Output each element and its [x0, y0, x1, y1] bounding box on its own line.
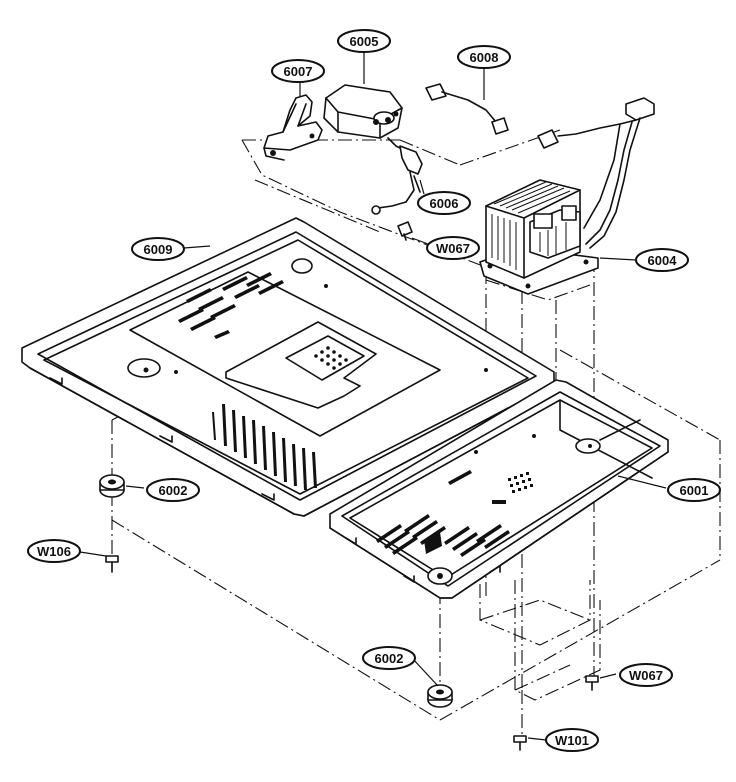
callout-6002-bottom-label: 6002 — [375, 651, 404, 666]
callout-6001: 6001 — [667, 478, 721, 502]
callout-w101-label: W101 — [555, 733, 589, 748]
callout-6002-left: 6002 — [146, 478, 200, 502]
callout-6005: 6005 — [337, 29, 391, 53]
lamination-hatch — [491, 181, 571, 270]
screw-w067-top — [397, 221, 413, 241]
callout-w067-top: W067 — [426, 236, 480, 260]
wire-harness-6008 — [425, 83, 509, 135]
callout-w106: W106 — [27, 539, 81, 563]
foot-6002-left — [99, 474, 125, 498]
callout-6006-label: 6006 — [430, 196, 459, 211]
tray-vent-slots — [376, 470, 510, 557]
top-vent-slots — [178, 272, 284, 339]
callout-6006: 6006 — [417, 191, 471, 215]
callout-6004: 6004 — [635, 248, 689, 272]
callout-6002-left-label: 6002 — [159, 483, 188, 498]
base-plate-6009 — [21, 217, 555, 517]
callout-6008: 6008 — [457, 45, 511, 69]
callout-6001-label: 6001 — [680, 483, 709, 498]
tray-vent-grid — [492, 472, 533, 504]
diode-6006 — [371, 137, 423, 215]
callout-leaders — [79, 52, 667, 741]
center-vent-dots — [314, 346, 348, 370]
callout-6002-bottom: 6002 — [362, 646, 416, 670]
screw-w106 — [105, 555, 119, 573]
callout-w067-bottom-label: W067 — [629, 668, 663, 683]
callout-w106-label: W106 — [37, 544, 71, 559]
callout-w101: W101 — [545, 728, 599, 752]
screw-w101 — [513, 735, 527, 751]
screw-w067-bottom — [585, 675, 599, 691]
callout-6009-label: 6009 — [144, 242, 173, 257]
transformer-wires — [537, 97, 655, 249]
callout-6009: 6009 — [131, 237, 185, 261]
callout-6004-label: 6004 — [648, 253, 678, 268]
callout-6007: 6007 — [271, 59, 325, 83]
transformer-6004 — [479, 179, 599, 295]
callout-6005-label: 6005 — [350, 34, 379, 49]
callout-w067-bottom: W067 — [619, 663, 673, 687]
foot-6002-bottom — [427, 684, 453, 708]
skirt-vent-slots — [212, 404, 317, 490]
callout-w067-top-label: W067 — [436, 241, 470, 256]
capacitor-6005 — [323, 84, 403, 139]
callout-6008-label: 6008 — [470, 50, 499, 65]
bracket-6007 — [263, 94, 323, 161]
base-tray-6001 — [329, 379, 669, 599]
callout-6007-label: 6007 — [284, 64, 313, 79]
